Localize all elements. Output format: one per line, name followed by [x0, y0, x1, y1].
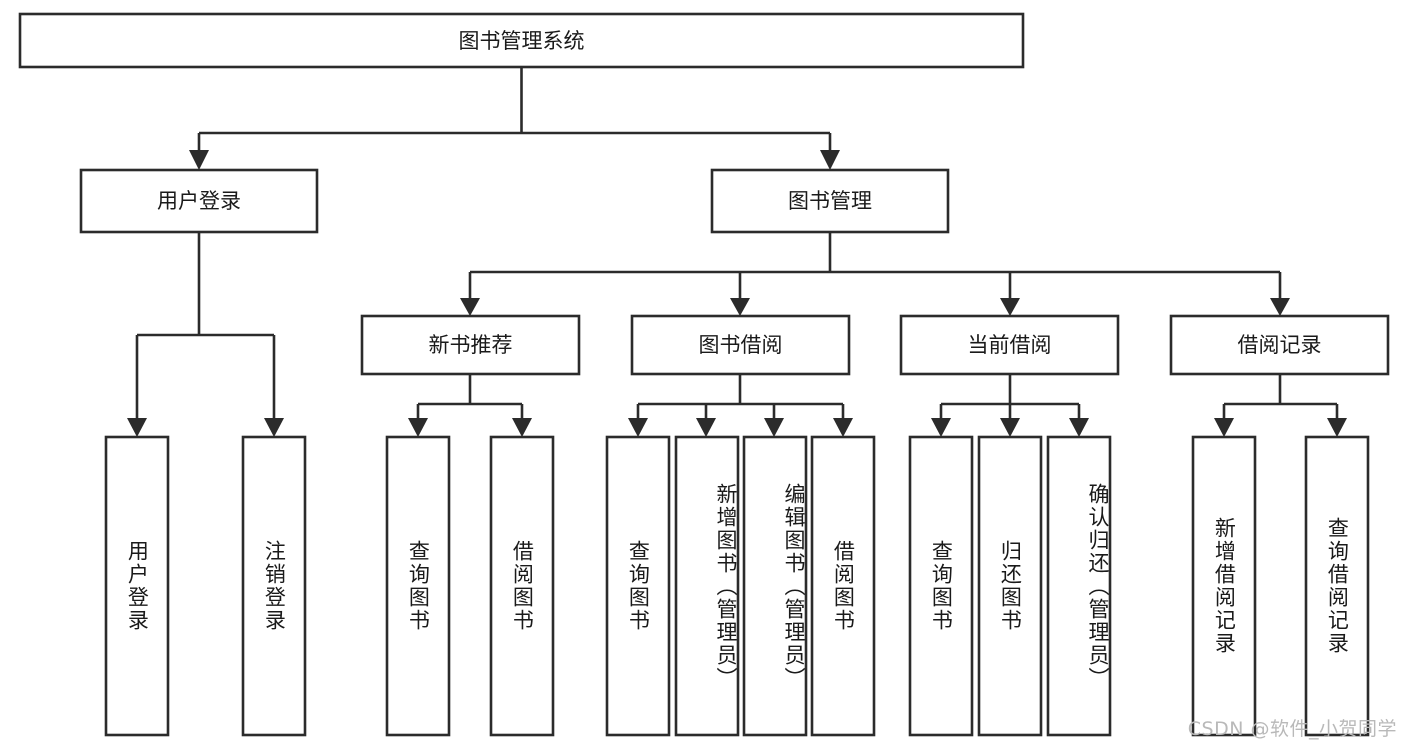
node-leaf-logout[interactable]	[241, 435, 307, 737]
node-leaf-borrow-book-2[interactable]	[810, 435, 876, 737]
node-borrow-record[interactable]: 借阅记录	[1169, 314, 1390, 376]
node-current-borrow[interactable]: 当前借阅	[899, 314, 1120, 376]
node-user-login[interactable]: 用户登录	[79, 168, 319, 234]
node-leaf-query-book-1[interactable]	[385, 435, 451, 737]
arrow-head-borrowrecord	[1270, 298, 1290, 316]
arrow-head-leaf-query-book-2	[628, 418, 648, 437]
arrow-head-leaf-add-book	[696, 418, 716, 437]
node-leaf-query-book-2[interactable]	[605, 435, 671, 737]
node-book-manage[interactable]: 图书管理	[710, 168, 950, 234]
node-leaf-add-record[interactable]	[1191, 435, 1257, 737]
node-leaf-borrow-book-1[interactable]	[489, 435, 555, 737]
arrow-head-leaf-borrow-book-1	[512, 418, 532, 437]
node-leaf-confirm-return[interactable]	[1046, 435, 1112, 737]
watermark-text: CSDN @软件_小贺同学	[1187, 718, 1397, 740]
arrow-head-leaf-query-record	[1327, 418, 1347, 437]
node-root-label: 图书管理系统	[459, 29, 585, 53]
arrow-head-currentborrow	[1000, 298, 1020, 316]
node-new-book-rec[interactable]: 新书推荐	[360, 314, 581, 376]
arrow-head-leaf-edit-book	[764, 418, 784, 437]
node-borrow-record-label: 借阅记录	[1238, 333, 1322, 357]
arrow-head-leaf-add-record	[1214, 418, 1234, 437]
node-user-login-label: 用户登录	[157, 189, 241, 213]
node-current-borrow-label: 当前借阅	[968, 333, 1052, 357]
node-book-manage-label: 图书管理	[788, 189, 872, 213]
arrow-head-leaf-confirm-return	[1069, 418, 1089, 437]
node-leaf-edit-book[interactable]	[742, 435, 808, 737]
arrow-head-user-login	[189, 150, 209, 170]
node-leaf-add-book[interactable]	[674, 435, 740, 737]
arrow-head-leaf-query-book-3	[931, 418, 951, 437]
arrow-head-leaf-logout	[264, 418, 284, 437]
arrow-head-leaf-query-book-1	[408, 418, 428, 437]
arrow-head-newbook	[460, 298, 480, 316]
arrow-head-leaf-user-login	[127, 418, 147, 437]
arrow-head-bookborrow	[730, 298, 750, 316]
node-leaf-query-record[interactable]	[1304, 435, 1370, 737]
node-leaf-user-login[interactable]	[104, 435, 170, 737]
node-root[interactable]: 图书管理系统	[18, 12, 1025, 69]
connector-layer	[127, 67, 1347, 437]
node-layer: 图书管理系统 用户登录 图书管理 新书推荐 图书借阅 当前	[18, 12, 1390, 737]
node-book-borrow-label: 图书借阅	[699, 333, 783, 357]
node-new-book-rec-label: 新书推荐	[429, 333, 513, 357]
node-leaf-return-book[interactable]	[977, 435, 1043, 737]
arrow-head-leaf-borrow-book-2	[833, 418, 853, 437]
node-book-borrow[interactable]: 图书借阅	[630, 314, 851, 376]
node-leaf-query-book-3[interactable]	[908, 435, 974, 737]
arrow-head-leaf-return-book	[1000, 418, 1020, 437]
arrow-head-book-manage	[820, 150, 840, 170]
